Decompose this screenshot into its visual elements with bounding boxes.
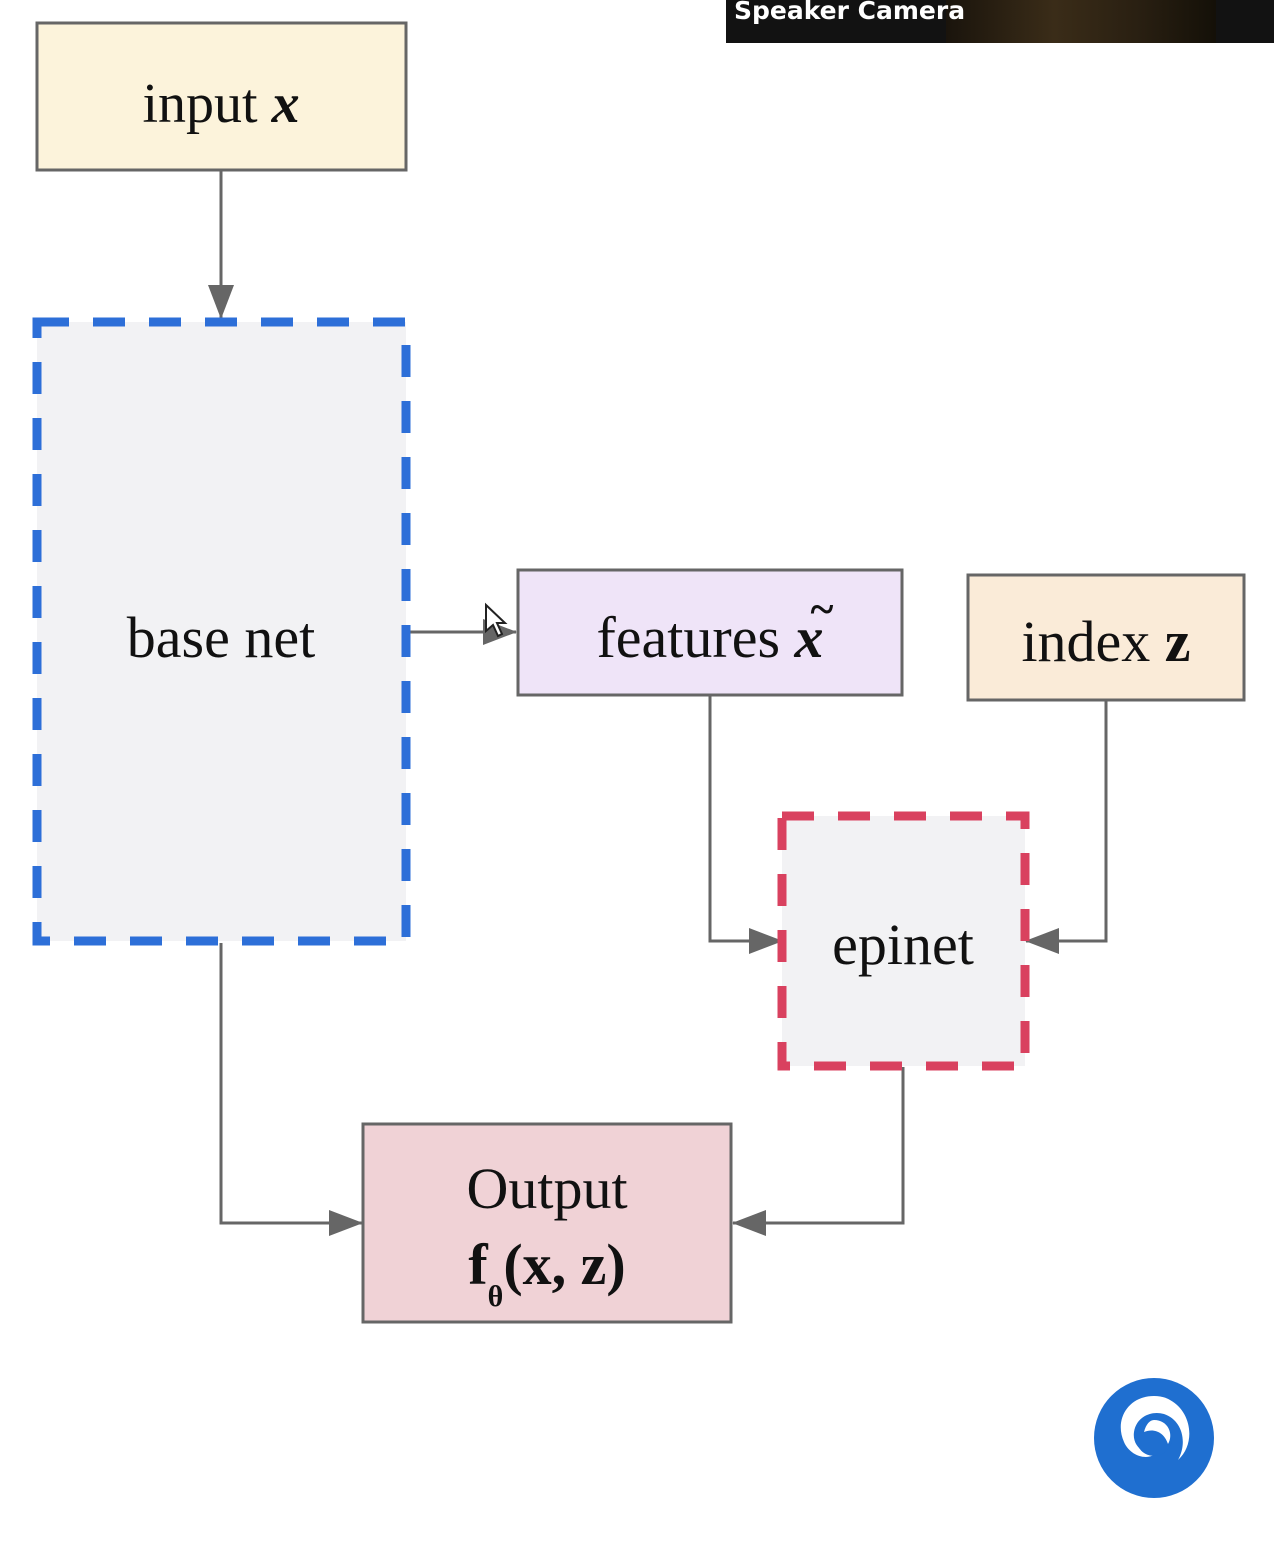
epinet-node: epinet — [777, 811, 1030, 1071]
index-node: index z — [966, 573, 1246, 702]
arrow-base-net-to-output — [219, 943, 363, 1236]
speaker-camera-overlay: Speaker Camera — [726, 0, 1274, 43]
arrow-index-to-epinet — [1025, 701, 1108, 954]
camera-video-feed — [946, 0, 1216, 43]
features-node: features x ~ — [516, 568, 904, 697]
input-label: input x — [142, 73, 299, 135]
output-node: Output fθ(x, z) — [361, 1122, 733, 1324]
tilde-accent: ~ — [811, 585, 834, 634]
features-label: features x — [596, 605, 823, 670]
connectors — [208, 170, 1108, 1236]
mouse-cursor-icon — [485, 602, 508, 638]
speaker-camera-label: Speaker Camera — [734, 0, 966, 25]
output-formula: fθ(x, z) — [468, 1232, 625, 1313]
deepmind-logo-icon — [1094, 1378, 1214, 1498]
epinet-label: epinet — [832, 912, 974, 977]
base-net-label: base net — [127, 605, 315, 670]
index-label: index z — [1021, 609, 1190, 674]
arrow-features-to-epinet — [708, 696, 783, 954]
base-net-node: base net — [32, 317, 411, 946]
output-title: Output — [466, 1156, 627, 1221]
input-node: input x — [35, 21, 408, 172]
arrow-epinet-to-output — [732, 1067, 905, 1236]
